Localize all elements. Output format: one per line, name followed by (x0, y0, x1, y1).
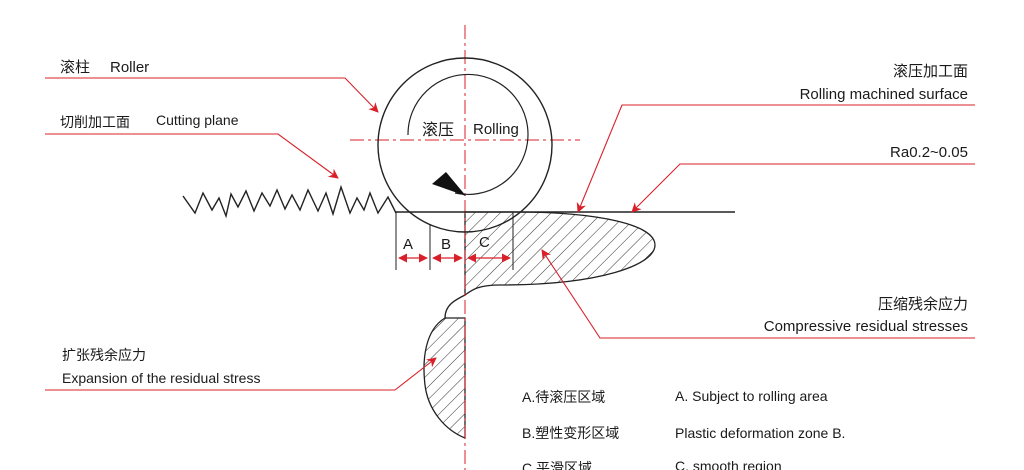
rolling-label-cn: 滚压 (422, 121, 454, 139)
legend-a-en: A. Subject to rolling area (675, 388, 828, 404)
compressive-leader (541, 249, 975, 339)
zone-b-label: B (441, 236, 451, 253)
roller-label-cn: 滚柱 (60, 59, 90, 76)
rolling-label-en: Rolling (473, 121, 519, 138)
legend-a-cn: A.待滚压区域 (522, 389, 605, 405)
compressive-label-cn: 压缩残余应力 (878, 295, 968, 313)
cutting-label-en: Cutting plane (156, 112, 239, 128)
compressive-label-en: Compressive residual stresses (764, 318, 968, 335)
expansion-label-cn: 扩张残余应力 (62, 347, 146, 363)
legend-b-cn: B.塑性变形区域 (522, 425, 619, 441)
rolling-direction-arrowhead (432, 172, 466, 196)
legend-c-cn: C.平滑区域 (522, 460, 592, 470)
cutting-plane-line (182, 184, 397, 219)
roughness-leader (631, 163, 975, 213)
rolling-surface-label-cn: 滚压加工面 (893, 63, 968, 80)
roller-leader (45, 77, 379, 113)
zone-a-label: A (403, 236, 413, 253)
expansion-stress-region (423, 317, 466, 439)
legend-b-en: Plastic deformation zone B. (675, 425, 845, 441)
roller-circle (377, 57, 553, 233)
legend-c-en: C. smooth region (675, 458, 782, 470)
expansion-curve-upper (444, 294, 466, 319)
rolling-surface-leader (576, 104, 975, 213)
cutting-plane-leader (45, 133, 339, 179)
expansion-label-en: Expansion of the residual stress (62, 370, 260, 386)
roller-label-en: Roller (110, 59, 149, 76)
rolling-surface-label-en: Rolling machined surface (800, 86, 968, 103)
expansion-leader (45, 357, 437, 391)
roughness-label: Ra0.2~0.05 (890, 144, 968, 161)
zone-c-label: C (479, 234, 490, 251)
compressive-stress-region (464, 211, 656, 297)
rolling-direction-arc (407, 73, 529, 196)
cutting-label-cn: 切削加工面 (60, 114, 130, 130)
